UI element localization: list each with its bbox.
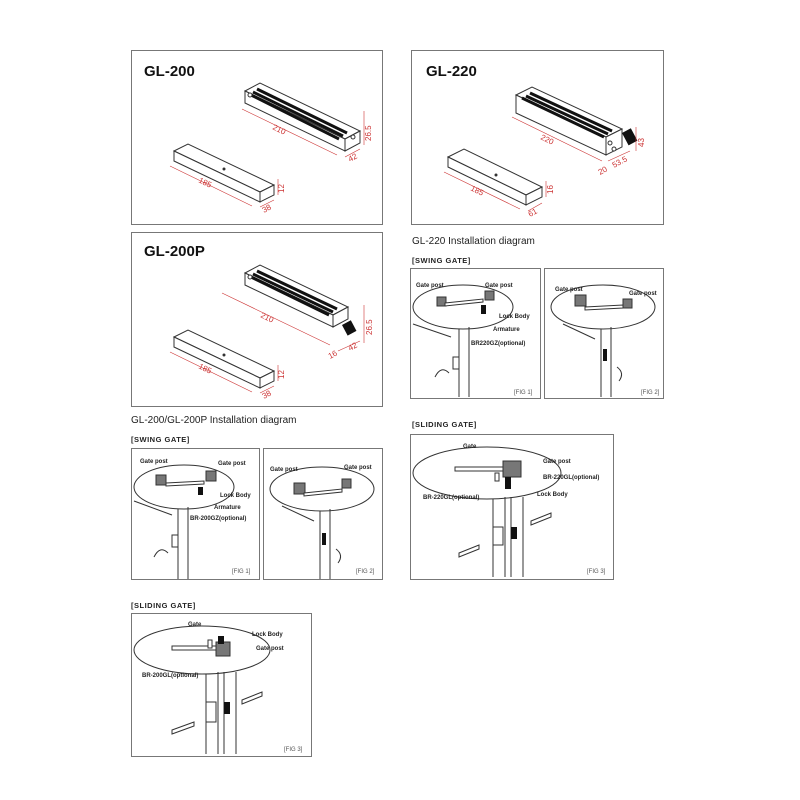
gl220-fig1-label: [FIG 1]	[514, 390, 533, 396]
gl220-install-heading: GL-220 Installation diagram	[412, 236, 535, 247]
gl220-swing-fig2: Gate post Gate post [FIG 2]	[544, 268, 664, 399]
gl200-fig2-sketch	[269, 466, 375, 579]
gl220-dim-depth: 53.5	[611, 154, 629, 170]
gl200-plate-width: 38	[261, 202, 274, 214]
gl220-fig1-sketch	[412, 284, 514, 397]
gl200-dim-length: 210	[271, 123, 287, 137]
gl200-fig2-label: [FIG 2]	[356, 569, 375, 575]
gl200-fig1-armature: Armature	[214, 505, 241, 511]
gl220-sliding-title: [SLIDING GATE]	[412, 420, 477, 429]
gl220-fig1-gate-post-left: Gate post	[416, 283, 444, 289]
gl200-plate-height: 12	[277, 184, 286, 193]
gl200p-plate-height: 12	[277, 370, 286, 379]
gl200-dim-width: 42	[347, 151, 360, 163]
gl220-fig3-lock-body: Lock Body	[537, 492, 568, 498]
gl220-sliding-fig3: Gate Gate post BR-220GL(optional) BR-220…	[410, 434, 614, 580]
gl220-lock-drawing: 220 43 53.5 20 185 16 61	[443, 86, 646, 219]
gl220-swing-fig1: Gate post Gate post Lock Body Armature B…	[410, 268, 541, 399]
gl220-swing-title: [SWING GATE]	[412, 256, 471, 265]
gl200-fig3-bracket: BR-200GL(optional)	[142, 673, 199, 679]
gl200p-dim-height: 26.5	[365, 319, 374, 335]
gl200-fig2-gate-post-left: Gate post	[270, 467, 298, 473]
gl200-swing-fig2: Gate post Gate post [FIG 2]	[263, 448, 383, 580]
gl200p-lock-drawing: 210 26.5 42 16 185 12 38	[169, 264, 374, 401]
gl200-swing-fig1: Gate post Gate post Lock Body Armature B…	[131, 448, 260, 580]
gl220-plate-height: 16	[546, 185, 555, 194]
gl220-fig2-sketch	[550, 284, 656, 397]
gl200p-dim-length: 210	[259, 311, 275, 325]
gl200-fig3-label: [FIG 3]	[284, 747, 303, 753]
gl200p-model-title: GL-200P	[144, 243, 205, 260]
gl200-fig1-lock-body: Lock Body	[220, 493, 251, 499]
gl200-dim-height: 26.5	[364, 125, 373, 141]
gl220-fig2-gate-post-right: Gate post	[629, 291, 657, 297]
gl200-fig1-gate-post-left: Gate post	[140, 459, 168, 465]
gl220-product-panel: GL-220 220 43 53.5	[411, 50, 664, 225]
gl220-fig3-gate-post: Gate post	[543, 459, 571, 465]
gl220-fig3-bracket-right: BR-220GL(optional)	[543, 475, 600, 481]
gl200-fig1-sketch	[133, 464, 235, 579]
gl200-sliding-fig3: Gate Lock Body Gate post BR-200GL(option…	[131, 613, 312, 757]
gl220-fig2-gate-post-left: Gate post	[555, 287, 583, 293]
gl220-fig3-sketch	[412, 446, 562, 577]
gl220-plate-width: 61	[527, 206, 540, 218]
gl200-lock-drawing: 210 26.5 42 185 12 38	[169, 82, 373, 215]
gl220-fig1-armature: Armature	[493, 327, 520, 333]
gl220-fig3-bracket-left: BR-220GL(optional)	[423, 495, 480, 501]
gl220-fig1-gate-post-right: Gate post	[485, 283, 513, 289]
gl220-plate-length: 185	[469, 184, 485, 198]
gl220-dim-length: 220	[539, 133, 555, 147]
gl200-fig3-lock-body: Lock Body	[252, 632, 283, 638]
gl220-fig1-lock-body: Lock Body	[499, 314, 530, 320]
gl200-fig3-sketch	[133, 625, 271, 754]
gl220-fig2-label: [FIG 2]	[641, 390, 660, 396]
gl220-dim-height: 43	[637, 138, 646, 147]
gl200p-plate-width: 38	[261, 388, 274, 400]
gl200-fig3-gate-post: Gate post	[256, 646, 284, 652]
gl200-fig1-gate-post-right: Gate post	[218, 461, 246, 467]
gl200p-product-panel: GL-200P 210 26.5 42 1	[131, 232, 383, 407]
gl220-fig1-bracket: BR220GZ(optional)	[471, 341, 526, 347]
gl200-fig1-bracket: BR-200GZ(optional)	[190, 516, 247, 522]
gl220-fig3-gate: Gate	[463, 444, 477, 450]
gl200-swing-title: [SWING GATE]	[131, 435, 190, 444]
gl220-model-title: GL-220	[426, 63, 477, 80]
gl200-fig3-gate: Gate	[188, 622, 202, 628]
gl200-sliding-title: [SLIDING GATE]	[131, 601, 196, 610]
gl200-fig2-gate-post-right: Gate post	[344, 465, 372, 471]
gl200-product-panel: GL-200 210 26.	[131, 50, 383, 225]
gl200p-dim-knob: 16	[327, 348, 340, 360]
gl220-dim-width: 20	[597, 164, 610, 176]
gl200-install-heading: GL-200/GL-200P Installation diagram	[131, 415, 297, 426]
gl200-model-title: GL-200	[144, 63, 195, 80]
gl220-fig3-label: [FIG 3]	[587, 569, 606, 575]
gl200-fig1-label: [FIG 1]	[232, 569, 251, 575]
